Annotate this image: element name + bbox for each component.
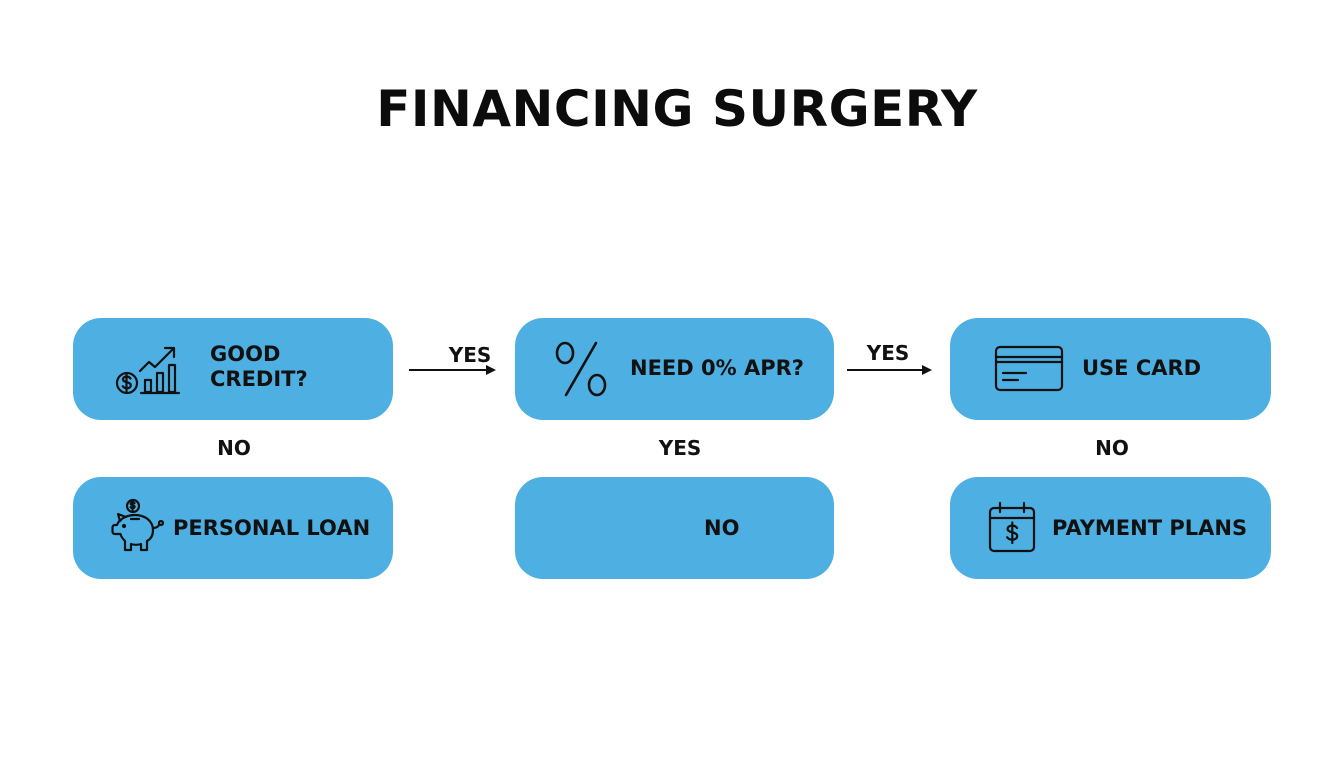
node-personal-loan-label: PERSONAL LOAN — [173, 516, 371, 540]
node-need-apr: NEED 0% APR? — [515, 318, 834, 420]
node-no: NO — [515, 477, 834, 579]
node-personal-loan: PERSONAL LOAN — [73, 477, 393, 579]
node-need-apr-label: NEED 0% APR? — [630, 356, 804, 380]
node-no-label: NO — [704, 516, 740, 540]
diagram-title: FINANCING SURGERY — [376, 80, 978, 138]
node-good-credit-label-line2: CREDIT? — [210, 367, 308, 392]
credit-growth-icon — [115, 346, 181, 395]
node-good-credit: GOOD CREDIT? — [73, 318, 393, 420]
node-good-credit-label-line1: GOOD — [210, 342, 281, 366]
piggy-bank-icon — [111, 498, 165, 552]
arrow-good-credit-to-need-apr — [409, 365, 496, 375]
arrow-need-apr-to-use-card — [847, 365, 932, 375]
edge-label-need-apr-to-no: YES — [658, 436, 702, 460]
edge-label-good-credit-to-personal-loan: NO — [217, 436, 251, 460]
edge-label-need-apr-to-use-card: YES — [866, 341, 910, 365]
calendar-dollar-icon — [988, 501, 1036, 553]
credit-card-icon — [994, 345, 1064, 392]
node-payment-plans: PAYMENT PLANS — [950, 477, 1271, 579]
edge-label-use-card-to-payment-plans: NO — [1095, 436, 1129, 460]
node-payment-plans-label: PAYMENT PLANS — [1052, 516, 1248, 540]
node-use-card: USE CARD — [950, 318, 1271, 420]
node-use-card-label: USE CARD — [1082, 356, 1202, 380]
edge-label-good-credit-to-need-apr: YES — [448, 343, 492, 367]
percent-icon — [555, 341, 607, 397]
